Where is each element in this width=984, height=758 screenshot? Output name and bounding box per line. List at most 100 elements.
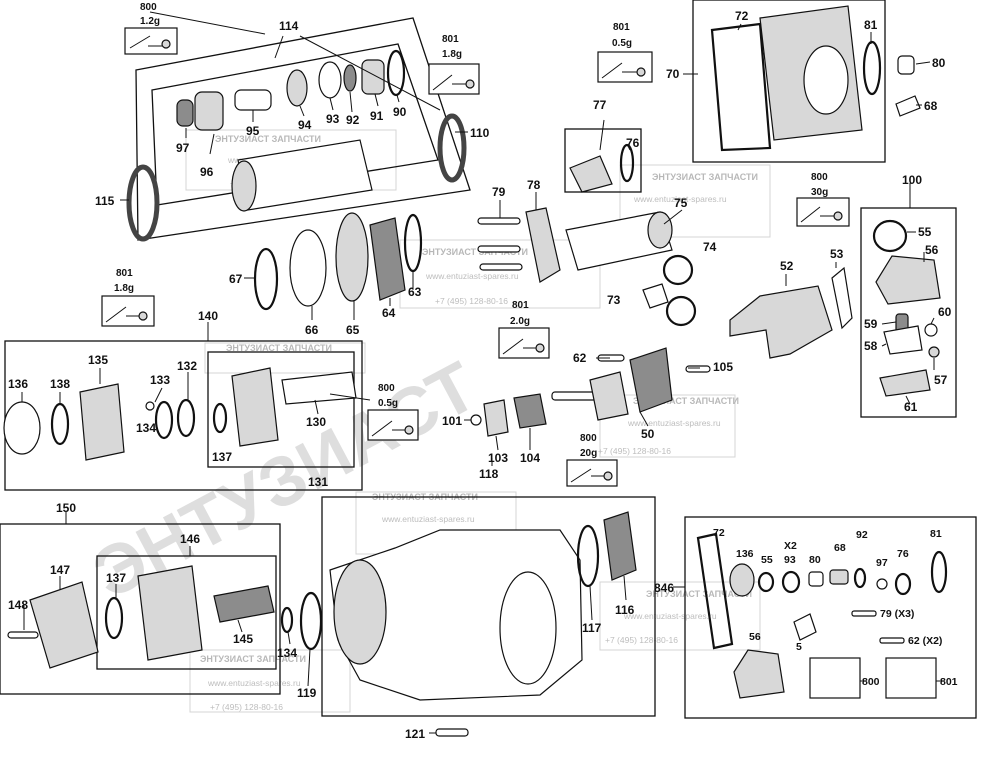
part-121-screw bbox=[435, 728, 469, 737]
watermark-company: ЭНТУЗИАСТ ЗАПЧАСТИ bbox=[422, 247, 528, 257]
label-kit-80: 80 bbox=[809, 554, 821, 566]
watermark-url: www.entuziast-spares.ru bbox=[207, 678, 301, 688]
label-79: 79 bbox=[492, 185, 506, 199]
part-94-ring bbox=[286, 69, 308, 107]
label-97: 97 bbox=[176, 141, 190, 155]
part-55-oring bbox=[872, 219, 908, 253]
grease-card-amount: 1.2g bbox=[140, 16, 160, 27]
part-96-cylinder bbox=[237, 139, 373, 211]
label-62: 62 bbox=[573, 351, 587, 365]
part-132-ring bbox=[176, 398, 196, 438]
watermark-url: www.entuziast-spares.ru bbox=[425, 271, 519, 281]
grease-card: 801 2.0g bbox=[498, 300, 550, 359]
grease-card-code: 801 bbox=[613, 22, 630, 33]
label-92: 92 bbox=[346, 113, 360, 127]
label-76: 76 bbox=[626, 136, 640, 150]
part-79-screw-2 bbox=[477, 245, 521, 253]
label-134b: 134 bbox=[277, 646, 297, 660]
label-147: 147 bbox=[50, 563, 70, 577]
label-117: 117 bbox=[582, 621, 602, 635]
label-150: 150 bbox=[56, 501, 76, 515]
part-58-cam bbox=[883, 325, 923, 355]
grease-card-amount: 2.0g bbox=[510, 316, 530, 327]
part-96-sleeve bbox=[194, 91, 224, 131]
watermark-url: www.entuziast-spares.ru bbox=[381, 514, 475, 524]
part-147-chuck bbox=[29, 581, 99, 669]
label-74: 74 bbox=[703, 240, 717, 254]
part-135-collar bbox=[79, 383, 125, 461]
part-74-ring-a bbox=[662, 254, 694, 286]
grease-card-amount: 0.5g bbox=[612, 38, 632, 49]
frame-140 bbox=[4, 340, 363, 491]
grease-card-code: 801 bbox=[116, 268, 133, 279]
label-148: 148 bbox=[8, 598, 28, 612]
part-80-plug bbox=[897, 55, 915, 75]
part-131-sleeve bbox=[231, 367, 279, 447]
part-60-washer bbox=[924, 323, 938, 337]
grease-card: 801 1.8g bbox=[101, 268, 155, 327]
part-90-oring bbox=[386, 49, 406, 97]
part-133-ball bbox=[145, 401, 155, 411]
label-846: 846 bbox=[654, 581, 674, 595]
label-101: 101 bbox=[442, 414, 462, 428]
label-116: 116 bbox=[615, 603, 635, 617]
label-kit-800: 800 bbox=[862, 676, 880, 688]
part-68-pad bbox=[895, 95, 921, 117]
label-70: 70 bbox=[666, 67, 680, 81]
label-kit-97: 97 bbox=[876, 557, 888, 569]
part-57-ball bbox=[928, 346, 940, 358]
label-kit-68: 68 bbox=[834, 542, 846, 554]
part-cylinder-end bbox=[231, 160, 257, 212]
kit-62-screw bbox=[879, 637, 905, 644]
kit-79-screw bbox=[851, 610, 877, 617]
part-81-ring bbox=[862, 40, 882, 96]
label-103: 103 bbox=[488, 451, 508, 465]
label-119: 119 bbox=[297, 686, 317, 700]
label-60: 60 bbox=[938, 305, 952, 319]
part-93-spring bbox=[318, 61, 342, 99]
grease-card-code: 801 bbox=[442, 34, 459, 45]
watermark-block: ЭНТУЗИАСТ ЗАПЧАСТИ www.entuziast-spares.… bbox=[189, 649, 351, 713]
frame-146 bbox=[96, 555, 277, 670]
frame-70 bbox=[692, 0, 886, 163]
grease-card-amount: 1.8g bbox=[442, 49, 462, 60]
grease-cards: 800 1.2g 801 1.8g 801 0.5g 800 30g bbox=[101, 2, 850, 487]
label-146: 146 bbox=[180, 532, 200, 546]
leader-lines bbox=[21, 11, 943, 734]
label-75: 75 bbox=[674, 196, 688, 210]
watermark-block: ЭНТУЗИАСТ ЗАПЧАСТИ www.entuziast-spares.… bbox=[599, 581, 761, 651]
part-116-bearing bbox=[603, 511, 637, 581]
label-kit-72: 72 bbox=[713, 527, 725, 539]
kit-80-plug bbox=[808, 571, 824, 587]
kit-56-knob bbox=[733, 649, 785, 699]
label-140: 140 bbox=[198, 309, 218, 323]
part-number-labels: 114 97 96 95 94 93 92 91 90 110 115 67 6… bbox=[8, 9, 958, 741]
label-kit-79x3: 79 (X3) bbox=[880, 608, 914, 620]
part-77-bushing bbox=[569, 155, 613, 193]
kit-81-ring bbox=[930, 550, 948, 594]
label-64: 64 bbox=[382, 306, 396, 320]
kit-92-washer bbox=[853, 567, 867, 589]
grease-card: 801 1.8g bbox=[428, 34, 480, 95]
label-kit-92: 92 bbox=[856, 529, 868, 541]
part-52-lever bbox=[729, 285, 833, 359]
label-56: 56 bbox=[925, 243, 939, 257]
label-104: 104 bbox=[520, 451, 540, 465]
watermark-phone: +7 (495) 128-80-16 bbox=[435, 296, 508, 306]
label-80: 80 bbox=[932, 56, 946, 70]
part-117-ring bbox=[576, 524, 600, 588]
label-121: 121 bbox=[405, 727, 425, 741]
part-78-bracket bbox=[525, 207, 561, 283]
grease-card: 800 0.5g bbox=[367, 383, 419, 441]
part-56-knob bbox=[875, 255, 941, 305]
watermark-block: ЭНТУЗИАСТ ЗАПЧАСТИ bbox=[204, 342, 366, 374]
label-133: 133 bbox=[150, 373, 170, 387]
grease-card-amount: 1.8g bbox=[114, 283, 134, 294]
label-132: 132 bbox=[177, 359, 197, 373]
grease-card: 800 1.2g bbox=[124, 2, 178, 55]
label-78: 78 bbox=[527, 178, 541, 192]
grease-card: 801 0.5g bbox=[597, 22, 653, 83]
part-104-bearing bbox=[513, 393, 547, 429]
part-79-screw-3 bbox=[479, 263, 523, 271]
